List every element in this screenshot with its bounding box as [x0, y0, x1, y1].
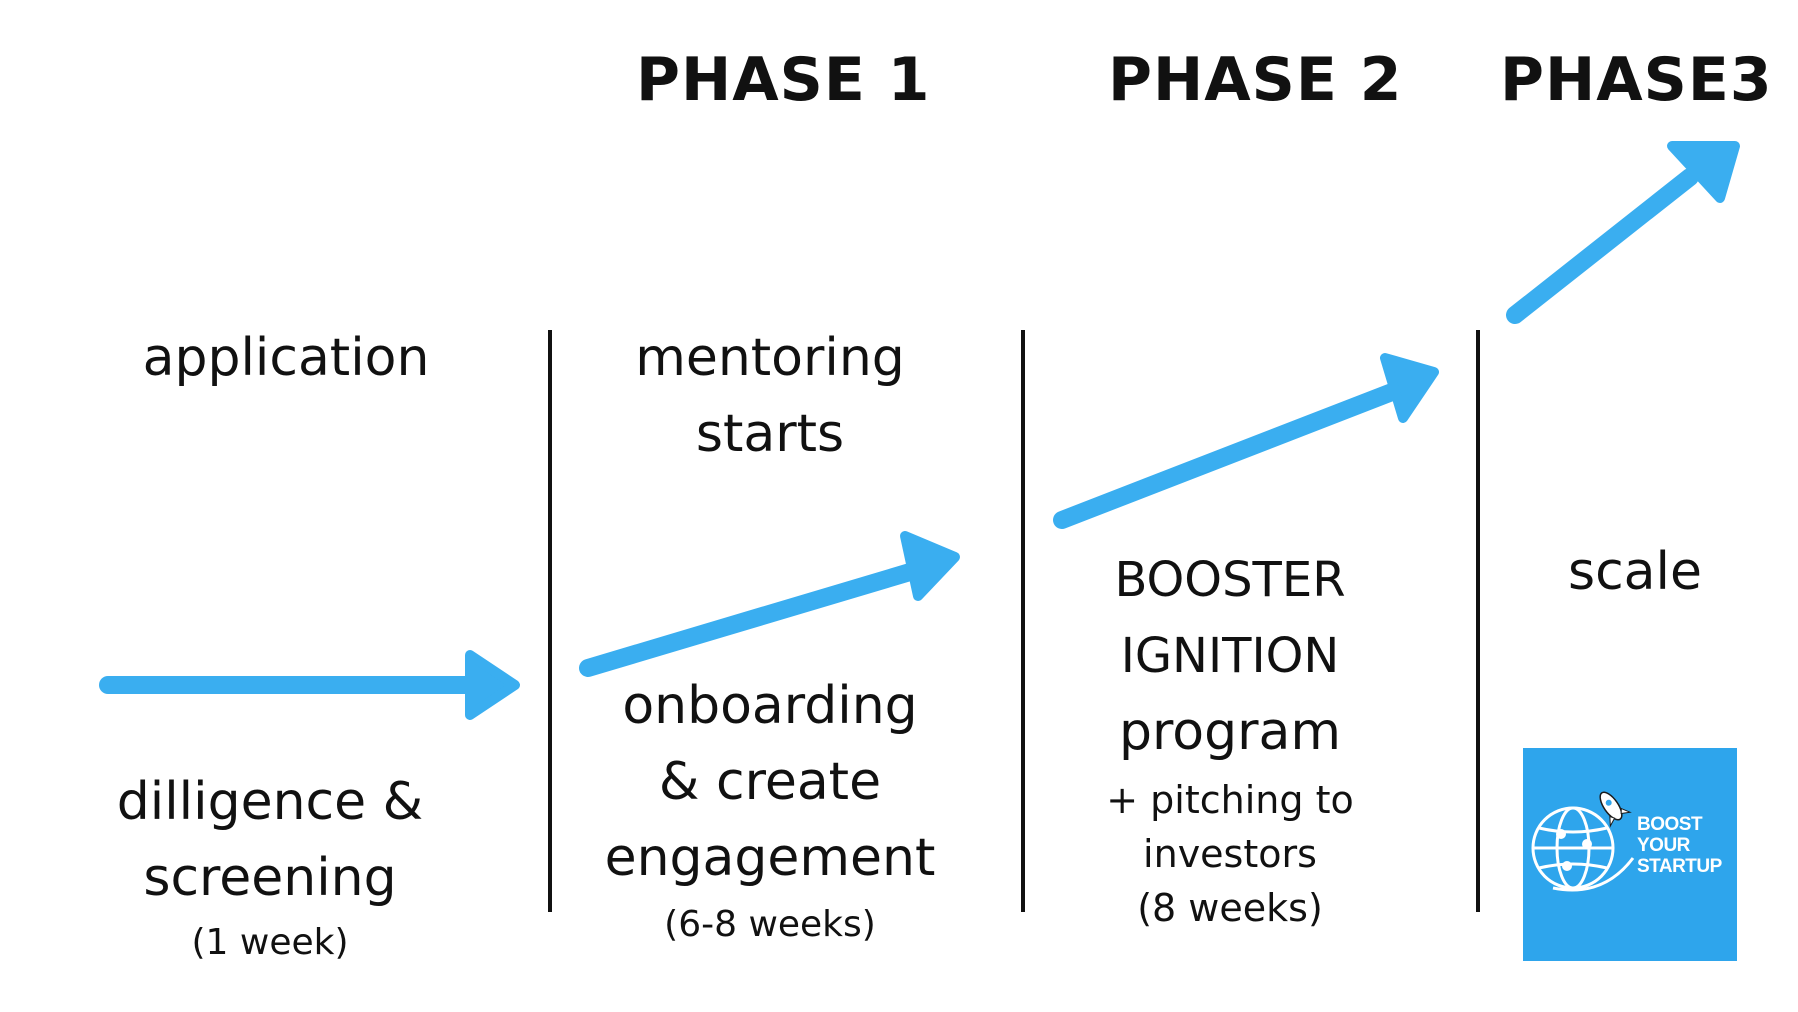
phase1-duration: (6-8 weeks) [664, 904, 876, 945]
arrow-4-shaft [1506, 168, 1699, 324]
logo-line-1: BOOST [1637, 814, 1703, 835]
logo-wordmark: BOOST YOUR STARTUP [1637, 814, 1722, 877]
intake-top-label: application [142, 328, 430, 388]
phase2-line2: IGNITION [1120, 628, 1340, 684]
phase-2-heading: PHASE 2 [1108, 45, 1403, 115]
arrow-1-head [465, 650, 520, 720]
phase2-duration: (8 weeks) [1137, 886, 1323, 930]
divider-3 [1476, 330, 1480, 912]
intake-bottom-line1: dilligence & [116, 772, 424, 832]
phase3-label: scale [1568, 542, 1702, 602]
arrow-2-shaft [579, 563, 919, 677]
phase1-top-line2: starts [695, 404, 845, 464]
globe-rocket-icon [1531, 791, 1635, 892]
intake-bottom-line2: screening [143, 848, 397, 908]
phase1-bottom-line3: engagement [604, 828, 936, 888]
logo-line-2: YOUR [1637, 835, 1690, 856]
phase-3-heading: PHASE3 [1500, 45, 1773, 115]
phase1-bottom-line2: & create [658, 752, 882, 812]
phase2-line1: BOOSTER [1114, 552, 1346, 608]
intake-duration: (1 week) [191, 922, 349, 963]
phase1-bottom-line1: onboarding [622, 676, 918, 736]
phase-1-heading: PHASE 1 [636, 45, 931, 115]
arrow-3-shaft [1053, 383, 1401, 529]
divider-1 [548, 330, 552, 912]
boost-your-startup-logo: BOOST YOUR STARTUP [1523, 748, 1737, 961]
phase2-extra-line2: investors [1143, 832, 1317, 876]
phase1-top-line1: mentoring [635, 328, 905, 388]
arrow-4-head [1667, 141, 1740, 203]
arrow-3-head [1380, 353, 1439, 423]
phase2-line3: program [1119, 702, 1341, 762]
logo-line-3: STARTUP [1637, 856, 1722, 877]
arrow-2-head [900, 531, 960, 601]
divider-2 [1021, 330, 1025, 912]
phase2-extra-line1: + pitching to [1106, 778, 1354, 822]
